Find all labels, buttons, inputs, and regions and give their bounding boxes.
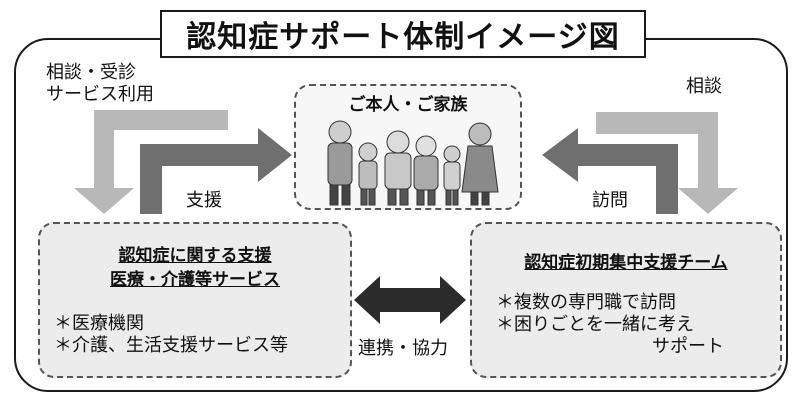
left-top-label-2: サービス利用 <box>46 84 154 105</box>
medical-care-title-2: 医療・介護等サービス <box>110 270 280 290</box>
right-consult-label: 相談 <box>686 76 722 97</box>
team-title: 認知症初期集中支援チーム <box>524 253 728 273</box>
medical-item-2: ＊介護、生活支援サービス等 <box>54 335 288 356</box>
visit-label: 訪問 <box>592 190 628 211</box>
support-label: 支援 <box>186 190 222 211</box>
right-consult-arrow <box>596 112 738 214</box>
cooperation-label: 連携・協力 <box>358 338 448 359</box>
left-support-arrow <box>140 128 292 214</box>
initial-support-team-box <box>470 222 782 378</box>
medical-care-title-1: 認知症に関する支援 <box>118 246 272 266</box>
medical-care-box <box>38 222 352 378</box>
medical-care-titles: 認知症に関する支援 医療・介護等サービス <box>38 244 352 292</box>
left-top-label-1: 相談・受診 <box>46 62 136 83</box>
cooperation-double-arrow <box>354 276 466 324</box>
team-item-3: サポート <box>652 336 724 357</box>
medical-item-1: ＊医療機関 <box>54 313 144 334</box>
team-item-1: ＊複数の専門職で訪問 <box>496 292 676 313</box>
family-illustration <box>327 120 499 206</box>
diagram-title: 認知症サポート体制イメージ図 <box>160 10 646 58</box>
family-box-title: ご本人・ご家族 <box>348 95 468 115</box>
left-request-arrow <box>74 110 228 214</box>
team-item-2: ＊困りごとを一緒に考え <box>496 314 694 335</box>
right-visit-arrow <box>542 128 678 214</box>
